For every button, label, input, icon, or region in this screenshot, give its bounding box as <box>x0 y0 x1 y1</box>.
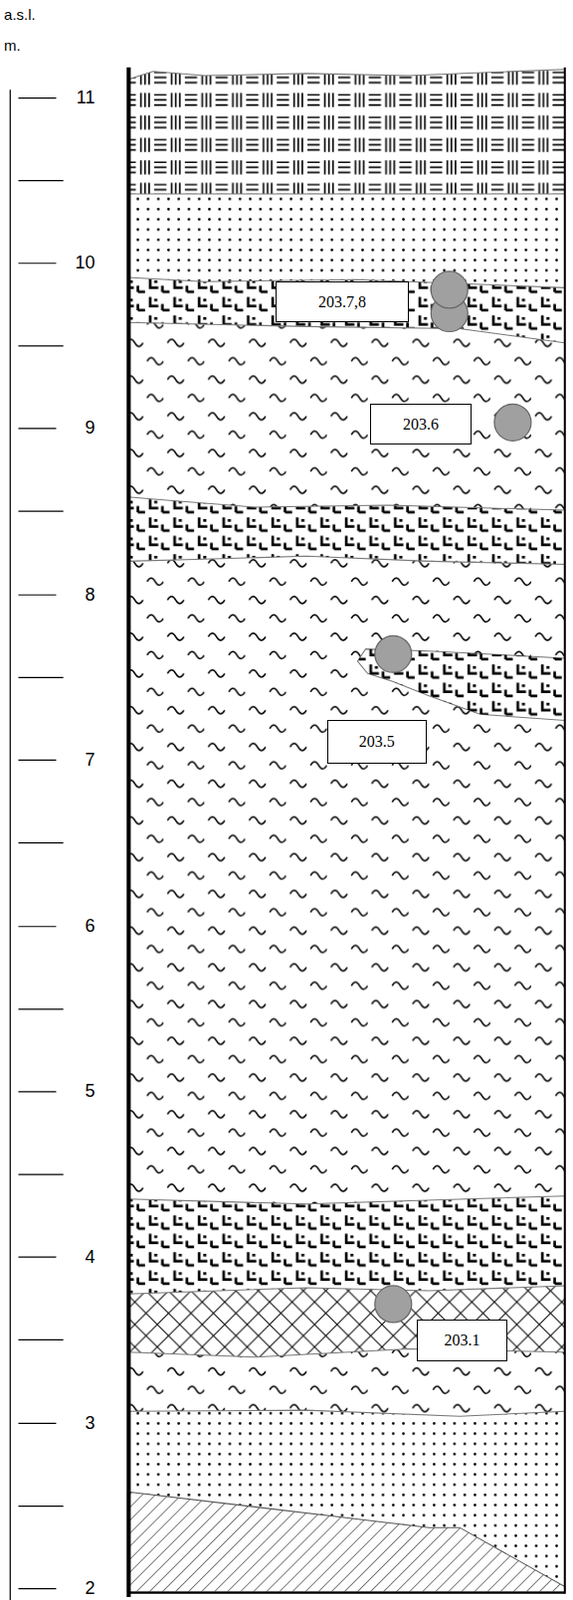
sample-id: 203.7,8 <box>318 293 367 312</box>
column-frame <box>127 67 565 1598</box>
scale-number: 6 <box>84 916 95 938</box>
sediment-layers <box>127 67 565 1595</box>
peat-layer <box>127 1196 565 1296</box>
sample-label-box: 203.6 <box>370 403 473 445</box>
sample-id: 203.5 <box>359 733 395 752</box>
scale-number: 4 <box>84 1247 95 1269</box>
depth-scale <box>9 89 63 1600</box>
scale-number: 2 <box>84 1578 95 1600</box>
bedrock-layer <box>127 1492 565 1593</box>
bedrock-hatch <box>127 1492 565 1593</box>
scale-number: 9 <box>84 417 95 439</box>
scale-number: 5 <box>84 1081 95 1103</box>
peat-layer <box>127 497 565 566</box>
sand-layer <box>127 1410 565 1593</box>
clay-layer <box>127 69 565 194</box>
sample-id: 203.1 <box>444 1332 481 1350</box>
scale-number: 8 <box>84 584 95 606</box>
layer-boundaries <box>127 69 565 1418</box>
scale-number: 10 <box>74 252 95 274</box>
scale-number: 3 <box>84 1413 95 1435</box>
sample-label-box: 203.1 <box>416 1320 508 1362</box>
gyttja-layer <box>127 556 565 1205</box>
axis-unit: a.s.l. <box>3 5 36 23</box>
sample-id: 203.6 <box>402 415 439 434</box>
sample-label-box: 203.5 <box>327 720 428 764</box>
gyttja-layer <box>127 322 565 511</box>
sand-layer <box>127 193 565 288</box>
scale-number: 11 <box>76 87 96 109</box>
axis-unit: m. <box>3 36 21 54</box>
scale-number: 7 <box>84 750 95 771</box>
sample-label-box: 203.7,8 <box>275 281 408 323</box>
